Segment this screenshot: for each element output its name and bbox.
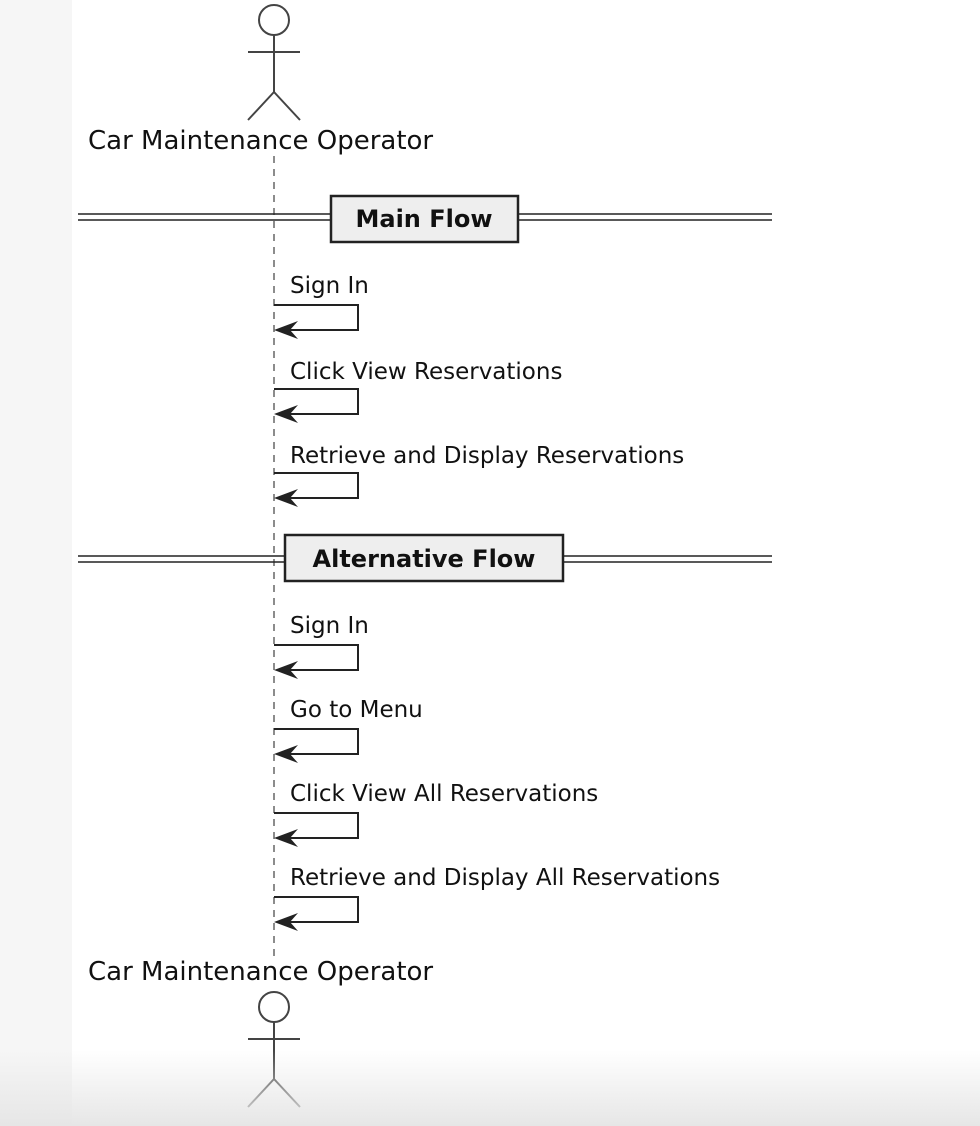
- self-message: Sign In: [274, 273, 369, 339]
- arrowhead: [274, 913, 298, 931]
- message-label: Retrieve and Display Reservations: [290, 443, 684, 469]
- actor-bottom: [247, 991, 301, 1108]
- divider-main-flow-box: [329, 194, 520, 244]
- arrowhead: [274, 405, 298, 423]
- divider-alternative-flow: Alternative Flow: [78, 533, 772, 583]
- arrowhead: [274, 489, 298, 507]
- divider-main-flow-label: Main Flow: [355, 205, 492, 233]
- actor-top: [247, 4, 301, 121]
- actor-bottom-label: Car Maintenance Operator: [88, 957, 433, 987]
- arrowhead: [274, 745, 298, 763]
- message-label: Go to Menu: [290, 697, 423, 723]
- actor-top-head: [258, 4, 290, 36]
- message-label: Sign In: [290, 613, 369, 639]
- divider-alternative-flow-label: Alternative Flow: [313, 545, 536, 573]
- self-message: Click View All Reservations: [274, 781, 598, 847]
- divider-main-flow: Main Flow: [78, 194, 772, 244]
- divider-alternative-flow-box: [283, 533, 565, 583]
- arrowhead: [274, 321, 298, 339]
- self-message: Retrieve and Display Reservations: [274, 443, 684, 507]
- message-label: Retrieve and Display All Reservations: [290, 865, 720, 891]
- self-message: Sign In: [274, 613, 369, 679]
- arrowhead: [274, 661, 298, 679]
- message-label: Click View All Reservations: [290, 781, 598, 807]
- actor-bottom-head: [258, 991, 290, 1023]
- self-message: Go to Menu: [274, 697, 423, 763]
- actor-top-label: Car Maintenance Operator: [88, 126, 433, 156]
- self-message: Click View Reservations: [274, 359, 562, 423]
- arrowhead: [274, 829, 298, 847]
- self-message: Retrieve and Display All Reservations: [274, 865, 720, 931]
- message-label: Sign In: [290, 273, 369, 299]
- message-label: Click View Reservations: [290, 359, 562, 385]
